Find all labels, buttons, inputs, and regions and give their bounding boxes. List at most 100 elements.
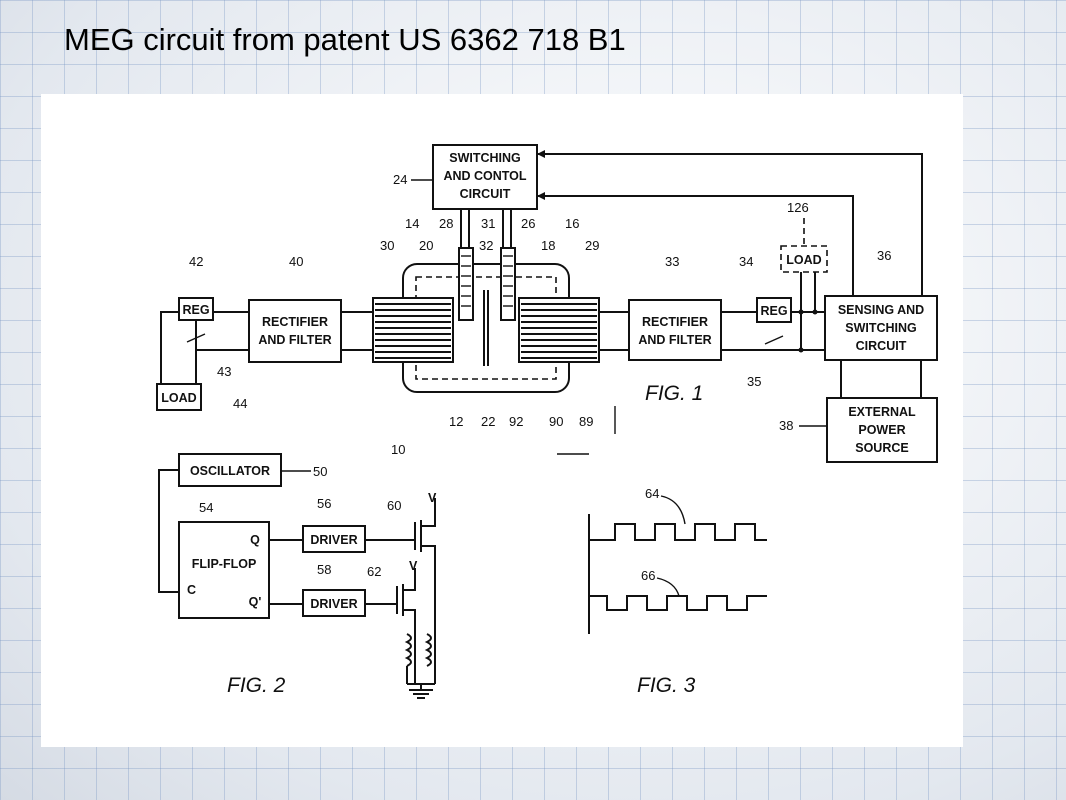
ref-10: 10 bbox=[391, 442, 405, 457]
flipflop-block: FLIP-FLOP Q Q' C bbox=[178, 521, 270, 619]
ref-14: 14 bbox=[405, 216, 419, 231]
ref-44: 44 bbox=[233, 396, 247, 411]
ref-62: 62 bbox=[367, 564, 381, 579]
ref-60: 60 bbox=[387, 498, 401, 513]
flipflop-label: FLIP-FLOP bbox=[192, 557, 257, 571]
regulator-right: REG bbox=[756, 297, 792, 323]
ref-20: 20 bbox=[419, 238, 433, 253]
external-line-1: EXTERNAL bbox=[848, 405, 916, 419]
switching-control-block: SWITCHING AND CONTOL CIRCUIT bbox=[432, 144, 538, 210]
output-coil-right bbox=[518, 297, 600, 363]
load-left-label: LOAD bbox=[161, 391, 196, 405]
rect-right-line-2: AND FILTER bbox=[638, 333, 711, 347]
input-coil-right bbox=[500, 247, 516, 321]
flipflop-q: Q bbox=[250, 533, 260, 547]
ground-symbol bbox=[409, 684, 433, 699]
node-1 bbox=[798, 309, 804, 315]
variable-resistor-35 bbox=[764, 335, 784, 345]
load-right: LOAD bbox=[780, 245, 828, 273]
ref-28: 28 bbox=[439, 216, 453, 231]
ref-35: 35 bbox=[747, 374, 761, 389]
v-upper: V bbox=[428, 491, 437, 505]
oscillator-block: OSCILLATOR bbox=[178, 453, 282, 487]
reg-left-label: REG bbox=[182, 303, 209, 317]
ref-16: 16 bbox=[565, 216, 579, 231]
ref-38: 38 bbox=[779, 418, 793, 433]
sensing-line-3: CIRCUIT bbox=[856, 339, 907, 353]
fig1-caption: FIG. 1 bbox=[645, 382, 703, 405]
fig3-diagram: 64 66 FIG. 3 bbox=[588, 486, 767, 697]
feedback-line-upper bbox=[537, 153, 923, 297]
input-coil-left bbox=[458, 247, 474, 321]
flipflop-c: C bbox=[187, 583, 196, 597]
arrow-feedback-lower bbox=[537, 192, 545, 200]
switching-line-2: AND CONTOL bbox=[443, 169, 526, 183]
oscillator-label: OSCILLATOR bbox=[190, 464, 270, 478]
waveform-66 bbox=[589, 595, 767, 611]
ref-64: 64 bbox=[645, 486, 659, 501]
ref-32: 32 bbox=[479, 238, 493, 253]
fig3-caption: FIG. 3 bbox=[637, 674, 696, 697]
ref-90: 90 bbox=[549, 414, 563, 429]
waveform-64 bbox=[589, 523, 767, 541]
mosfet-upper bbox=[365, 498, 436, 684]
external-power-block: EXTERNAL POWER SOURCE bbox=[826, 397, 938, 463]
slide-title: MEG circuit from patent US 6362 718 B1 bbox=[64, 22, 626, 57]
ref-33: 33 bbox=[665, 254, 679, 269]
driver-upper-label: DRIVER bbox=[310, 533, 357, 547]
external-line-2: POWER bbox=[858, 423, 905, 437]
driver-lower-label: DRIVER bbox=[310, 597, 357, 611]
ref-126: 126 bbox=[787, 200, 809, 215]
leader-64 bbox=[660, 495, 686, 525]
flipflop-qprime: Q' bbox=[249, 595, 262, 609]
rectifier-filter-left: RECTIFIER AND FILTER bbox=[248, 299, 342, 363]
rect-left-line-1: RECTIFIER bbox=[262, 315, 328, 329]
sensing-switching-block: SENSING AND SWITCHING CIRCUIT bbox=[824, 295, 938, 361]
ref-58: 58 bbox=[317, 562, 331, 577]
ref-56: 56 bbox=[317, 496, 331, 511]
ref-89: 89 bbox=[579, 414, 593, 429]
load-right-label: LOAD bbox=[786, 253, 821, 267]
ref-31: 31 bbox=[481, 216, 495, 231]
ref-92: 92 bbox=[509, 414, 523, 429]
ref-30: 30 bbox=[380, 238, 394, 253]
sensing-line-1: SENSING AND bbox=[838, 303, 924, 317]
rectifier-filter-right: RECTIFIER AND FILTER bbox=[628, 299, 722, 361]
ref-29: 29 bbox=[585, 238, 599, 253]
ref-36: 36 bbox=[877, 248, 891, 263]
inductors bbox=[404, 633, 435, 685]
v-lower: V bbox=[409, 559, 418, 573]
feedback-line-lower bbox=[537, 195, 854, 297]
ref-42: 42 bbox=[189, 254, 203, 269]
rect-right-line-1: RECTIFIER bbox=[642, 315, 708, 329]
output-coil-left bbox=[372, 297, 454, 363]
variable-resistor-43 bbox=[186, 333, 206, 343]
patent-diagram-svg: SWITCHING AND CONTOL CIRCUIT 24 14 28 31… bbox=[156, 144, 938, 699]
ref-22: 22 bbox=[481, 414, 495, 429]
ref-66: 66 bbox=[641, 568, 655, 583]
driver-upper: DRIVER bbox=[302, 525, 366, 553]
sensing-line-2: SWITCHING bbox=[845, 321, 917, 335]
fig2-diagram: OSCILLATOR 50 FLIP-FLOP Q Q' C 54 DRIVER… bbox=[158, 453, 437, 699]
ref-12: 12 bbox=[449, 414, 463, 429]
regulator-left: REG bbox=[178, 297, 214, 321]
arrow-feedback-upper bbox=[537, 150, 545, 158]
fig2-caption: FIG. 2 bbox=[227, 674, 286, 697]
ref-54: 54 bbox=[199, 500, 213, 515]
patent-figure: SWITCHING AND CONTOL CIRCUIT 24 14 28 31… bbox=[41, 94, 963, 747]
switching-line-3: CIRCUIT bbox=[460, 187, 511, 201]
ref-18: 18 bbox=[541, 238, 555, 253]
mosfet-lower bbox=[365, 568, 416, 684]
ref-34: 34 bbox=[739, 254, 753, 269]
node-2 bbox=[798, 347, 804, 353]
ref-24: 24 bbox=[393, 172, 407, 187]
ref-26: 26 bbox=[521, 216, 535, 231]
wire-osc-clock bbox=[158, 469, 179, 593]
external-line-3: SOURCE bbox=[855, 441, 908, 455]
switching-line-1: SWITCHING bbox=[449, 151, 521, 165]
ref-40: 40 bbox=[289, 254, 303, 269]
reg-right-label: REG bbox=[760, 304, 787, 318]
load-left: LOAD bbox=[156, 383, 202, 411]
driver-lower: DRIVER bbox=[302, 589, 366, 617]
leader-66 bbox=[656, 577, 680, 597]
